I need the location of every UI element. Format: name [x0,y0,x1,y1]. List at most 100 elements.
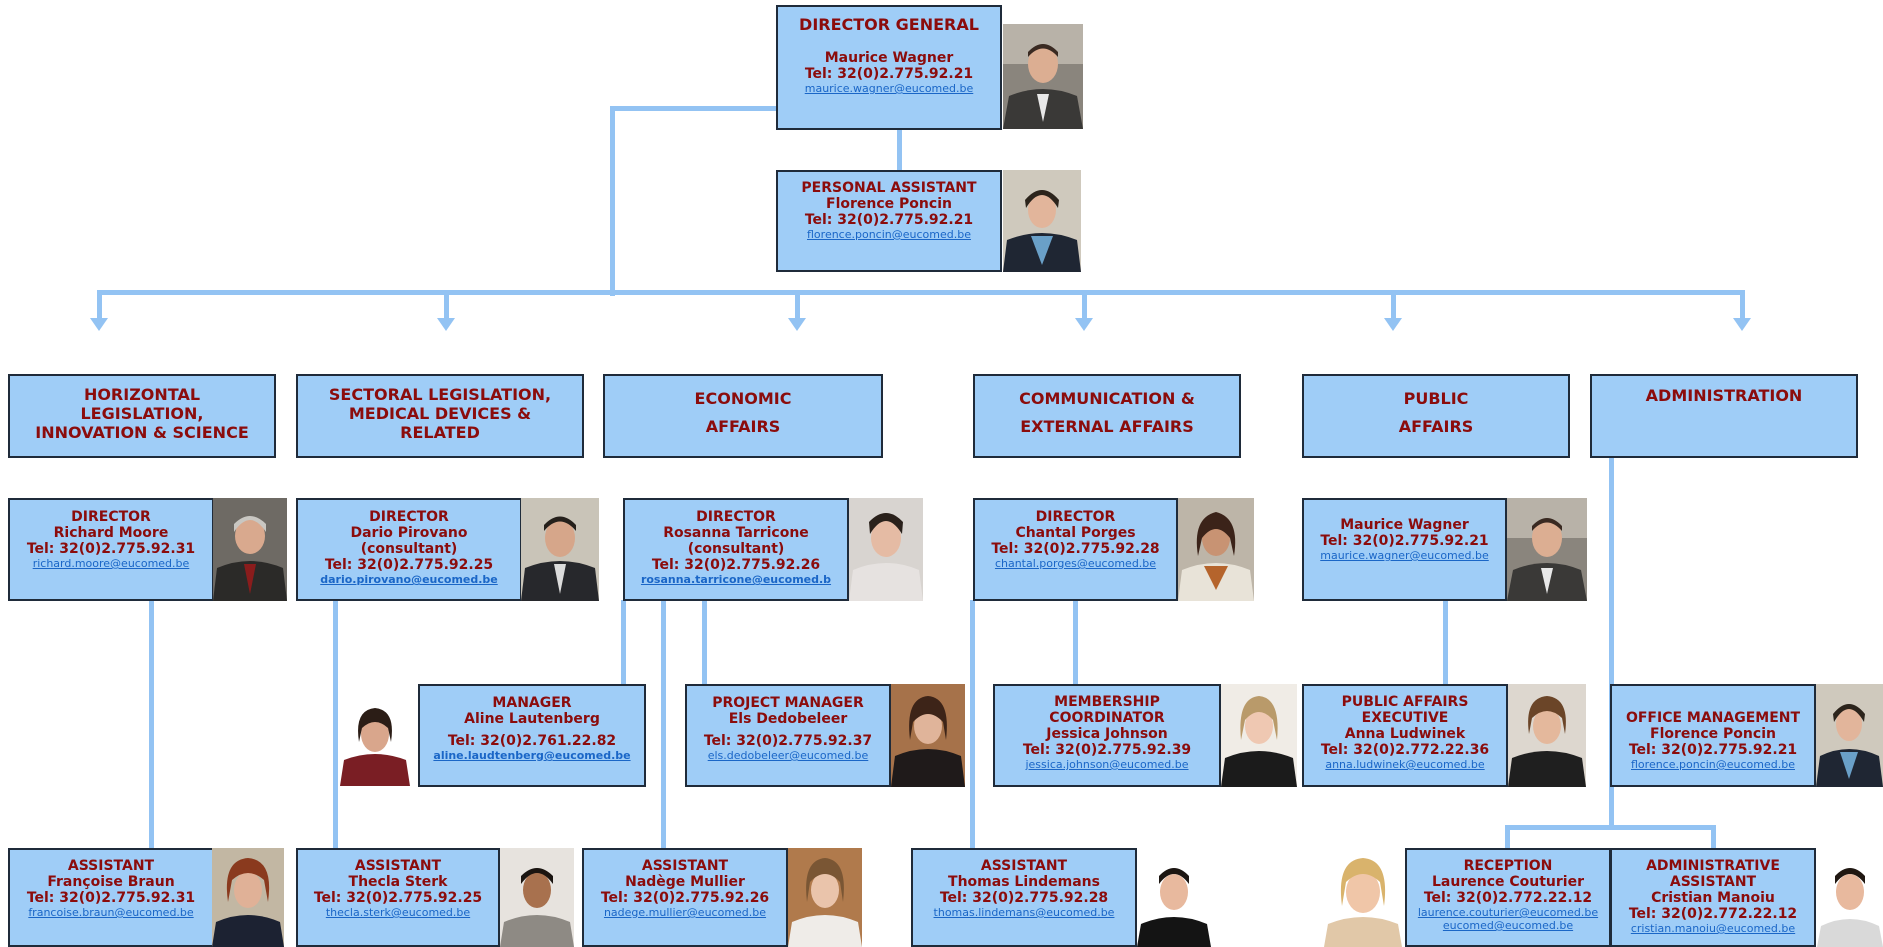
card-name: Jessica Johnson [1046,726,1168,742]
assistant-card-lindemans: ASSISTANT Thomas Lindemans Tel: 32(0)2.7… [911,848,1137,947]
arrow-down-icon [1075,318,1093,331]
project-manager-card-dedobeleer: PROJECT MANAGER Els Dedobeleer Tel: 32(0… [685,684,891,787]
card-title: DIRECTOR [71,509,151,525]
card-email-link[interactable]: thomas.lindemans@eucomed.be [933,906,1115,919]
connector-porges-johnson [1073,600,1078,684]
card-title: DIRECTOR GENERAL [799,15,979,34]
card-tel: Tel: 32(0)2.772.22.36 [1320,742,1490,758]
department-label-line: HORIZONTAL [83,384,201,404]
card-name: Cristian Manoiu [1651,890,1775,906]
card-title: DIRECTOR [1035,509,1116,525]
card-email-link[interactable]: laurence.couturier@eucomed.be [1417,906,1599,919]
card-title: ASSISTANT [980,858,1068,874]
portrait-photo-wagner [1003,24,1083,129]
arrow-down-icon [437,318,455,331]
portrait-photo-porges [1178,498,1254,601]
director-card-pirovano: DIRECTOR Dario Pirovano (consultant) Tel… [296,498,522,601]
card-name: Rosanna Tarricone [663,525,809,541]
card-title-line-2: ASSISTANT [1669,874,1757,890]
arrow-down-icon [90,318,108,331]
card-tel: Tel: 32(0)2.761.22.82 [447,733,617,749]
card-email-link[interactable]: rosanna.tarricone@eucomed.b [640,573,832,586]
card-title: DIRECTOR [369,509,449,525]
connector-admin-reception [1505,825,1510,849]
arrow-down-icon [788,318,806,331]
card-title: ASSISTANT [67,858,155,874]
department-label-line: ECONOMIC [694,389,792,408]
card-email-link[interactable]: nadege.mullier@eucomed.be [603,906,767,919]
director-card-moore: DIRECTOR Richard Moore Tel: 32(0)2.775.9… [8,498,214,601]
department-label-line: EXTERNAL AFFAIRS [1020,417,1194,436]
department-communication-external-affairs: COMMUNICATION & EXTERNAL AFFAIRS [973,374,1241,458]
portrait-photo-moore [213,498,287,601]
department-label-line: ADMINISTRATION [1645,386,1803,405]
director-card-tarricone: DIRECTOR Rosanna Tarricone (consultant) … [623,498,849,601]
arrow-down-icon [1733,318,1751,331]
department-label-line: PUBLIC [1403,389,1469,408]
card-tel: Tel: 32(0)2.775.92.28 [991,541,1160,557]
card-email-link[interactable]: jessica.johnson@eucomed.be [1025,758,1189,771]
portrait-photo-manoiu [1817,848,1883,947]
card-email-link-2[interactable]: eucomed@eucomed.be [1442,919,1574,932]
card-title-line-2: COORDINATOR [1049,710,1165,726]
card-tel: Tel: 32(0)2.775.92.21 [1320,533,1489,549]
card-email-link[interactable]: florence.poncin@eucomed.be [1631,758,1795,771]
connector-pirovano-sterk [333,600,338,848]
connector-porges-lindemans [970,600,975,848]
portrait-photo-ludwinek [1508,684,1586,787]
card-title: DIRECTOR [696,509,776,525]
portrait-photo-braun [212,848,284,947]
drop-3 [795,290,800,318]
card-email-link[interactable]: dario.pirovano@eucomed.be [320,573,498,586]
department-label-line: RELATED [400,422,480,442]
director-card-wagner: Maurice Wagner Tel: 32(0)2.775.92.21 mau… [1302,498,1507,601]
card-email-link[interactable]: aline.laudtenberg@eucomed.be [433,749,631,762]
card-name: Thecla Sterk [348,874,448,890]
card-email-link[interactable]: chantal.porges@eucomed.be [994,557,1157,570]
portrait-photo-lautenberg [340,698,410,786]
connector-admin-assistant [1711,825,1716,849]
card-email-link[interactable]: anna.ludwinek@eucomed.be [1325,758,1485,771]
department-label-line: AFFAIRS [705,417,781,436]
department-label-line: COMMUNICATION & [1019,389,1195,408]
card-title: PUBLIC AFFAIRS [1341,694,1469,710]
public-affairs-executive-card-ludwinek: PUBLIC AFFAIRS EXECUTIVE Anna Ludwinek T… [1302,684,1508,787]
connector-moore-braun [149,600,154,848]
drop-4 [1082,290,1087,318]
department-public-affairs: PUBLIC AFFAIRS [1302,374,1570,458]
department-label-line: INNOVATION & SCIENCE [35,422,249,442]
portrait-photo-pirovano [521,498,599,601]
connector-admin-trunk [1609,456,1614,826]
card-name: Thomas Lindemans [948,874,1100,890]
card-title: ASSISTANT [641,858,729,874]
card-email-link[interactable]: maurice.wagner@eucomed.be [1320,549,1489,562]
portrait-photo-sterk [500,848,574,947]
card-email-link[interactable]: maurice.wagner@eucomed.be [804,82,974,95]
card-tel: Tel: 32(0)2.775.92.21 [1628,742,1798,758]
card-email-link[interactable]: thecla.sterk@eucomed.be [325,906,471,919]
card-tel: Tel: 32(0)2.772.22.12 [1628,906,1798,922]
card-tel: Tel: 32(0)2.775.92.39 [1022,742,1192,758]
portrait-photo-lindemans [1137,848,1211,947]
card-title: PERSONAL ASSISTANT [801,180,977,196]
card-tel: Tel: 32(0)2.775.92.25 [324,557,494,573]
card-title: OFFICE MANAGEMENT [1625,710,1801,726]
connector-tarricone-lautenberg [621,600,626,684]
reception-card-couturier: RECEPTION Laurence Couturier Tel: 32(0)2… [1405,848,1611,947]
card-tel: Tel: 32(0)2.772.22.12 [1423,890,1593,906]
card-tel: Tel: 32(0)2.775.92.21 [804,66,974,82]
card-email-link[interactable]: els.dedobeleer@eucomed.be [707,749,869,762]
card-email-link[interactable]: cristian.manoiu@eucomed.be [1630,922,1796,935]
card-name: Chantal Porges [1015,525,1136,541]
connector-dg-pa [897,127,902,172]
assistant-card-sterk: ASSISTANT Thecla Sterk Tel: 32(0)2.775.9… [296,848,500,947]
card-title: PROJECT MANAGER [712,695,864,711]
department-sectoral-legislation: SECTORAL LEGISLATION, MEDICAL DEVICES & … [296,374,584,458]
card-email-link[interactable]: florence.poncin@eucomed.be [807,228,971,241]
connector-admin-split [1505,825,1716,830]
card-tel: Tel: 32(0)2.775.92.37 [703,733,873,749]
card-email-link[interactable]: richard.moore@eucomed.be [32,557,190,570]
card-email-link[interactable]: francoise.braun@eucomed.be [28,906,194,919]
connector-tarricone-dedobeleer [702,600,707,684]
connector-trunk [610,106,615,296]
